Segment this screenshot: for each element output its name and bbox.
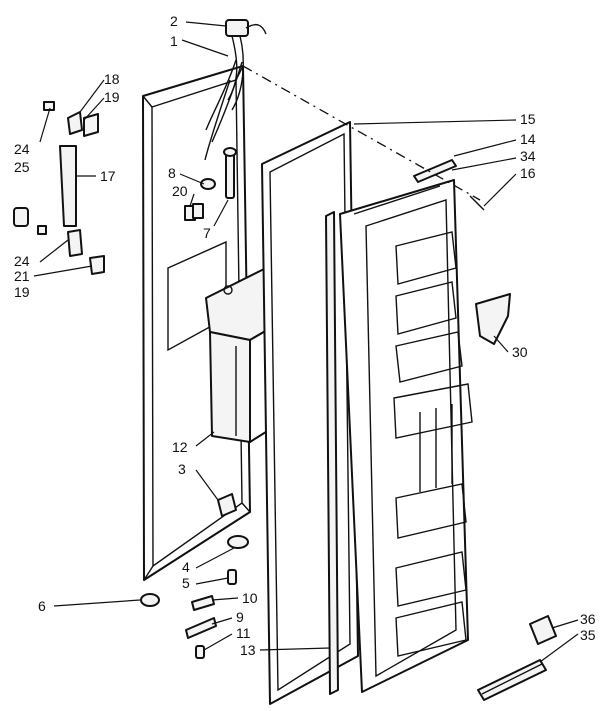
callout-25: 25	[14, 159, 30, 175]
callout-8: 8	[168, 165, 176, 181]
callout-14: 14	[520, 131, 536, 147]
callout-20: 20	[172, 183, 188, 199]
callout-24: 24	[14, 253, 30, 269]
callout-1: 1	[170, 33, 178, 49]
callout-21: 21	[14, 268, 30, 284]
callout-35: 35	[580, 627, 596, 643]
callout-3: 3	[178, 461, 186, 477]
callout-10: 10	[242, 590, 258, 606]
callout-labels: 2 1 18 19 24 25 17 8 20 7 24 21 19 15 14…	[14, 13, 596, 658]
callout-36: 36	[580, 611, 596, 627]
hinge-hardware	[140, 535, 249, 659]
dispenser-bucket	[475, 293, 511, 345]
callout-5: 5	[182, 575, 190, 591]
hinge-assembly	[13, 101, 105, 275]
callout-6: 6	[38, 598, 46, 614]
alignment-line	[242, 65, 481, 201]
door-gasket	[261, 121, 359, 705]
callout-30: 30	[512, 344, 528, 360]
callout-13: 13	[240, 642, 256, 658]
callout-34: 34	[520, 148, 536, 164]
callout-19: 19	[14, 284, 30, 300]
inner-door-liner	[339, 179, 473, 693]
callout-24: 24	[14, 141, 30, 157]
callout-16: 16	[520, 165, 536, 181]
callout-19: 19	[104, 89, 120, 105]
callout-2: 2	[170, 13, 178, 29]
callout-7: 7	[203, 225, 211, 241]
screw-part-16	[469, 195, 485, 211]
callout-12: 12	[172, 439, 188, 455]
leader-lines	[33, 21, 579, 663]
breaker-strip	[325, 211, 339, 695]
wire-harness	[204, 19, 267, 161]
outer-door-panel	[142, 65, 251, 581]
callout-4: 4	[182, 559, 190, 575]
callout-9: 9	[236, 609, 244, 625]
callout-11: 11	[236, 625, 251, 641]
callout-15: 15	[520, 111, 536, 127]
handle-parts	[477, 615, 557, 701]
callout-17: 17	[100, 168, 116, 184]
trim-strip	[413, 159, 457, 183]
callout-18: 18	[104, 71, 120, 87]
bracket-part-3	[217, 493, 237, 517]
